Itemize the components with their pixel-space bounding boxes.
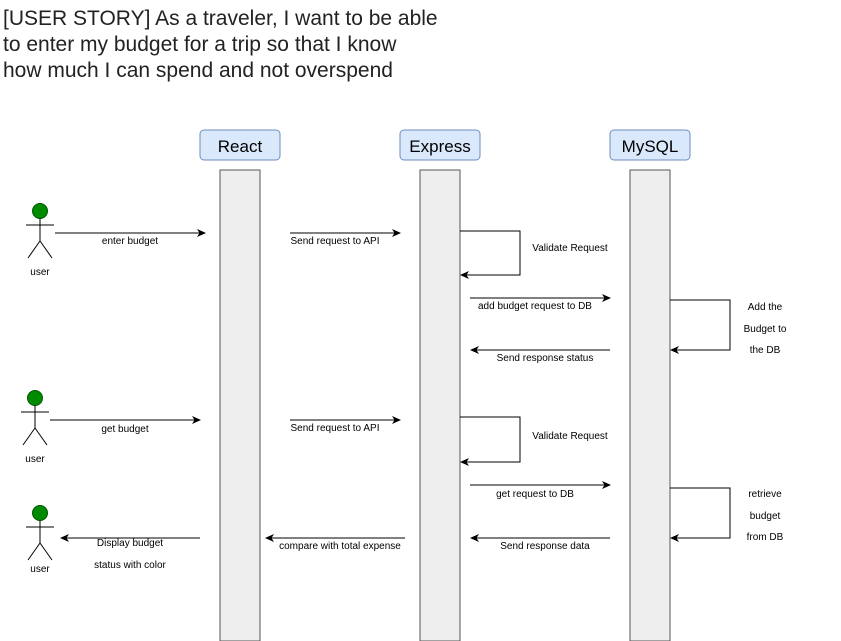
- participant-express-label: Express: [409, 137, 470, 156]
- mysql-lifeline[interactable]: [629, 169, 671, 641]
- label-send-response-status: Send response status: [497, 353, 594, 364]
- label-get-request: get request to DB: [496, 489, 574, 500]
- participant-react-label: React: [218, 137, 263, 156]
- self-arrow-validate-1[interactable]: [460, 230, 521, 279]
- label-display-budget-1: Display budget: [97, 538, 163, 549]
- label-validate-2: Validate Request: [532, 431, 608, 442]
- label-compare: compare with total expense: [279, 541, 401, 552]
- actor-head-icon: [32, 203, 48, 219]
- title-line-2: to enter my budget for a trip so that I …: [3, 33, 397, 56]
- note-add-budget-3: the DB: [750, 345, 781, 356]
- actor-label-2: user: [25, 454, 45, 465]
- actor-label-3: user: [30, 564, 50, 575]
- label-send-request-2: Send request to API: [291, 423, 380, 434]
- label-validate-1: Validate Request: [532, 243, 608, 254]
- actor-user-3[interactable]: [26, 505, 54, 561]
- label-send-response-data: Send response data: [500, 541, 590, 552]
- label-add-budget-request: add budget request to DB: [478, 301, 592, 312]
- react-lifeline[interactable]: [219, 169, 261, 641]
- participant-react[interactable]: React: [199, 129, 281, 161]
- participant-mysql[interactable]: MySQL: [609, 129, 691, 161]
- note-retrieve-3: from DB: [747, 532, 784, 543]
- self-arrow-add-budget[interactable]: [670, 299, 731, 354]
- note-add-budget-2: Budget to: [744, 324, 787, 335]
- title-line-3: how much I can spend and not overspend: [3, 59, 393, 82]
- note-retrieve-2: budget: [750, 511, 781, 522]
- note-add-budget-1: Add the: [748, 302, 783, 313]
- express-lifeline[interactable]: [419, 169, 461, 641]
- actor-user-1[interactable]: [26, 203, 54, 259]
- label-enter-budget: enter budget: [102, 236, 158, 247]
- participant-mysql-label: MySQL: [622, 137, 679, 156]
- label-get-budget: get budget: [101, 424, 148, 435]
- label-send-request-1: Send request to API: [291, 236, 380, 247]
- self-arrow-retrieve[interactable]: [670, 487, 731, 542]
- self-arrow-validate-2[interactable]: [460, 416, 521, 466]
- actor-head-icon: [32, 505, 48, 521]
- participant-express[interactable]: Express: [399, 129, 481, 161]
- title-line-1: [USER STORY] As a traveler, I want to be…: [3, 7, 438, 30]
- actor-user-2[interactable]: [21, 390, 49, 446]
- label-display-budget-2: status with color: [94, 560, 166, 571]
- actor-label-1: user: [30, 267, 50, 278]
- note-retrieve-1: retrieve: [748, 489, 782, 500]
- actor-head-icon: [27, 390, 43, 406]
- user-story-title: [USER STORY] As a traveler, I want to be…: [3, 6, 563, 84]
